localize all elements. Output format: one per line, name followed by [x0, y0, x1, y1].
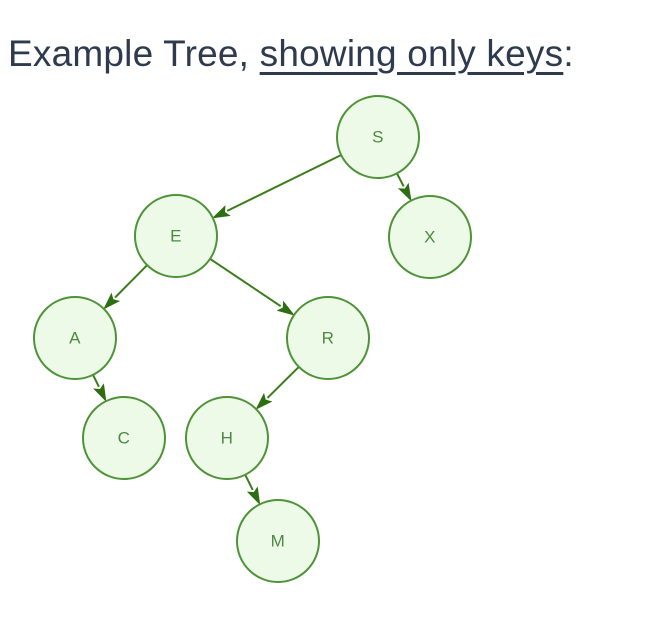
tree-node-label-X: X [424, 228, 436, 247]
tree-node-circle-R [286, 296, 370, 380]
title-prefix: Example Tree, [8, 32, 260, 74]
tree-node-circle-C [82, 396, 166, 480]
tree-node-S: S [336, 95, 420, 179]
tree-edge-E-R [209, 257, 295, 316]
title-suffix: : [563, 32, 574, 74]
tree-node-circle-S [336, 95, 420, 179]
tree-node-label-A: A [69, 329, 81, 348]
tree-node-circle-M [236, 499, 320, 583]
tree-node-label-S: S [372, 128, 384, 147]
tree-node-X: X [388, 195, 472, 279]
tree-node-label-E: E [170, 227, 182, 246]
tree-node-H: H [185, 396, 269, 480]
tree-edge-S-X [396, 172, 412, 202]
tree-node-circle-H [185, 396, 269, 480]
title-underlined-phrase: showing only keys [259, 32, 564, 74]
tree-edge-E-A [103, 264, 148, 310]
tree-node-label-R: R [322, 329, 335, 348]
tree-edge-R-H [255, 366, 300, 410]
tree-node-label-C: C [118, 429, 131, 448]
page-title: Example Tree, showing only keys: [8, 33, 574, 75]
tree-node-A: A [33, 296, 117, 380]
tree-edge-A-C [92, 374, 107, 403]
tree-node-circle-A [33, 296, 117, 380]
tree-node-circle-X [388, 195, 472, 279]
tree-edge-S-E [211, 154, 342, 219]
tree-node-circle-E [134, 194, 218, 278]
tree-node-R: R [286, 296, 370, 380]
tree-node-E: E [134, 194, 218, 278]
tree-edge-H-M [244, 474, 261, 506]
tree-node-label-H: H [221, 429, 234, 448]
tree-node-M: M [236, 499, 320, 583]
tree-node-label-M: M [271, 532, 286, 551]
tree-node-C: C [82, 396, 166, 480]
